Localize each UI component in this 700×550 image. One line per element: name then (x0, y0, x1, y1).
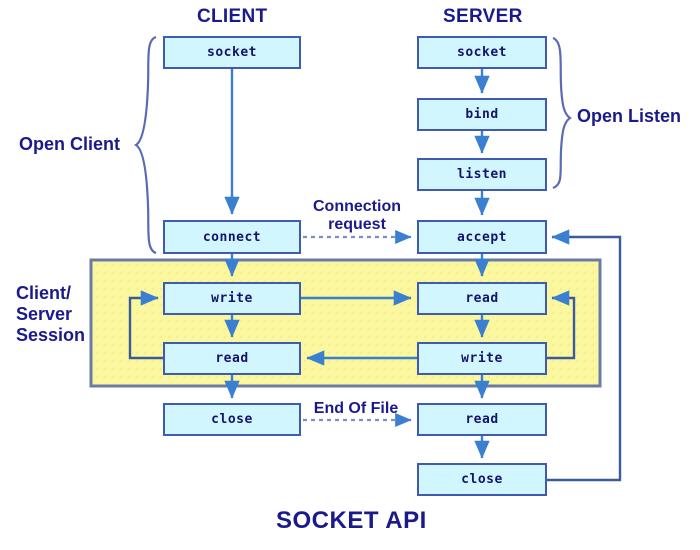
node-client-connect[interactable]: connect (163, 220, 301, 254)
open-listen-brace (552, 36, 572, 190)
connection-request-line-1: Connection (313, 198, 401, 215)
connection-request-line-2: request (328, 216, 386, 233)
node-client-socket[interactable]: socket (163, 36, 301, 69)
session-label-line-1: Client/ (16, 283, 72, 303)
arrow-client-session-loop (128, 290, 163, 360)
node-server-accept[interactable]: accept (417, 220, 547, 254)
node-client-write[interactable]: write (163, 282, 301, 315)
node-server-read-1[interactable]: read (417, 282, 547, 315)
arrow-server-close-to-accept (547, 229, 622, 482)
group-label-open-listen: Open Listen (577, 106, 682, 126)
diagram-title: SOCKET API (276, 507, 427, 534)
group-label-open-client: Open Client (19, 134, 121, 154)
node-server-close[interactable]: close (417, 463, 547, 496)
node-client-close[interactable]: close (163, 403, 301, 436)
node-server-socket[interactable]: socket (417, 36, 547, 69)
open-client-brace (133, 35, 157, 255)
node-server-read-2[interactable]: read (417, 403, 547, 436)
edge-label-connection-request: Connection request (307, 198, 407, 234)
session-label-line-2: Server (16, 304, 73, 324)
node-server-bind[interactable]: bind (417, 98, 547, 131)
column-heading-server: SERVER (443, 6, 523, 27)
node-client-read[interactable]: read (163, 342, 301, 375)
session-label-line-3: Session (16, 325, 86, 345)
group-label-client-server-session: Client/ Server Session (16, 283, 85, 346)
arrow-server-session-loop (547, 290, 576, 360)
column-heading-client: CLIENT (197, 6, 268, 27)
edge-label-end-of-file: End Of File (313, 400, 399, 417)
node-server-write[interactable]: write (417, 342, 547, 375)
node-server-listen[interactable]: listen (417, 158, 547, 191)
